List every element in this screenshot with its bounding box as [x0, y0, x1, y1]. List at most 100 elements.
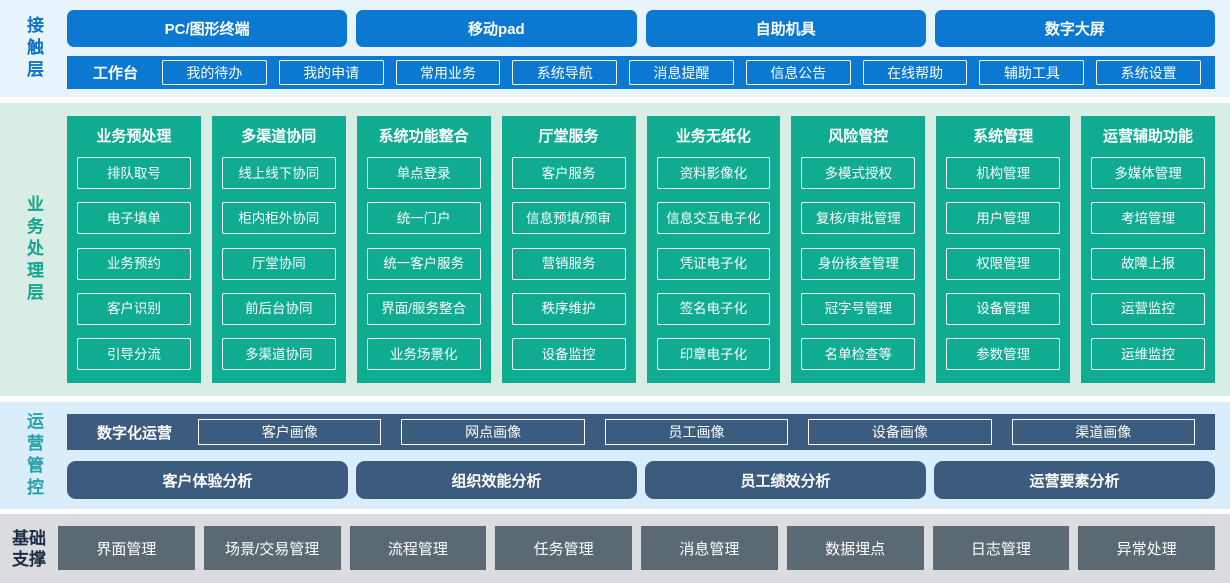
- workbench-item[interactable]: 在线帮助: [862, 60, 968, 85]
- channel-button[interactable]: 自助机具: [645, 10, 926, 47]
- column-items: 机构管理用户管理权限管理设备管理参数管理: [946, 157, 1061, 370]
- foundation-item[interactable]: 流程管理: [349, 526, 487, 570]
- layer-label-foundation: 基础支撑: [12, 528, 46, 569]
- function-item[interactable]: 电子填单: [77, 202, 191, 235]
- function-item[interactable]: 信息预填/预审: [511, 202, 626, 235]
- business-columns: 业务预处理 排队取号电子填单业务预约客户识别引导分流 多渠道协同 线上线下协同柜…: [67, 116, 1215, 383]
- foundation-layer-section: 基础支撑 界面管理场景/交易管理流程管理任务管理消息管理数据埋点日志管理异常处理: [0, 514, 1230, 583]
- business-column-preprocess: 业务预处理 排队取号电子填单业务预约客户识别引导分流: [67, 116, 201, 383]
- function-item[interactable]: 用户管理: [946, 202, 1061, 235]
- function-item[interactable]: 机构管理: [946, 157, 1061, 189]
- function-item[interactable]: 设备监控: [511, 338, 626, 370]
- function-item[interactable]: 营销服务: [511, 247, 626, 280]
- function-item[interactable]: 信息交互电子化: [656, 202, 771, 235]
- function-item[interactable]: 前后台协同: [221, 292, 336, 325]
- layer-label-business: 业务处理层: [24, 194, 43, 305]
- function-item[interactable]: 客户识别: [77, 292, 191, 325]
- column-items: 排队取号电子填单业务预约客户识别引导分流: [77, 157, 191, 370]
- foundation-item[interactable]: 日志管理: [932, 526, 1070, 570]
- function-item[interactable]: 参数管理: [946, 338, 1061, 370]
- function-item[interactable]: 柜内柜外协同: [221, 202, 336, 235]
- function-item[interactable]: 印章电子化: [656, 338, 771, 370]
- workbench-item[interactable]: 系统设置: [1096, 60, 1202, 85]
- workbench-item[interactable]: 辅助工具: [979, 60, 1085, 85]
- function-item[interactable]: 权限管理: [946, 247, 1061, 280]
- function-item[interactable]: 身份核查管理: [801, 247, 916, 280]
- column-title: 厅堂服务: [538, 128, 599, 145]
- foundation-items: 界面管理场景/交易管理流程管理任务管理消息管理数据埋点日志管理异常处理: [58, 526, 1215, 570]
- function-item[interactable]: 线上线下协同: [221, 157, 336, 189]
- workbench-items: 我的待办我的申请常用业务系统导航消息提醒信息公告在线帮助辅助工具系统设置: [162, 60, 1202, 85]
- function-item[interactable]: 资料影像化: [656, 157, 771, 189]
- foundation-item[interactable]: 消息管理: [641, 526, 778, 570]
- function-item[interactable]: 复核/审批管理: [801, 202, 916, 235]
- analysis-button[interactable]: 组织效能分析: [356, 461, 637, 499]
- layer-label-operations: 运营管控: [24, 411, 43, 500]
- profile-item[interactable]: 设备画像: [808, 419, 992, 445]
- column-items: 单点登录统一门户统一客户服务界面/服务整合业务场景化: [366, 157, 481, 370]
- analysis-button[interactable]: 运营要素分析: [934, 461, 1215, 499]
- foundation-item[interactable]: 数据埋点: [786, 526, 924, 570]
- column-items: 线上线下协同柜内柜外协同厅堂协同前后台协同多渠道协同: [221, 157, 336, 370]
- function-item[interactable]: 运营监控: [1091, 292, 1205, 325]
- workbench-item[interactable]: 常用业务: [395, 60, 501, 85]
- workbench-item[interactable]: 系统导航: [512, 60, 618, 85]
- function-item[interactable]: 冠字号管理: [801, 292, 916, 325]
- analysis-button[interactable]: 客户体验分析: [67, 461, 348, 499]
- workbench-item[interactable]: 我的待办: [162, 60, 267, 85]
- function-item[interactable]: 故障上报: [1091, 247, 1205, 280]
- foundation-layer-gutter: 基础支撑: [0, 514, 58, 583]
- foundation-item[interactable]: 界面管理: [58, 526, 195, 570]
- function-item[interactable]: 引导分流: [77, 338, 191, 370]
- digital-operations-bar: 数字化运营 客户画像网点画像员工画像设备画像渠道画像: [67, 414, 1215, 450]
- function-item[interactable]: 业务预约: [77, 247, 191, 280]
- function-item[interactable]: 业务场景化: [366, 338, 481, 370]
- function-item[interactable]: 考培管理: [1091, 202, 1205, 235]
- function-item[interactable]: 多渠道协同: [221, 338, 336, 370]
- foundation-item[interactable]: 任务管理: [495, 526, 632, 570]
- workbench-item[interactable]: 消息提醒: [629, 60, 734, 85]
- profile-item[interactable]: 渠道画像: [1011, 419, 1195, 445]
- function-item[interactable]: 凭证电子化: [656, 247, 771, 280]
- channel-button[interactable]: PC/图形终端: [67, 10, 348, 47]
- function-item[interactable]: 签名电子化: [656, 292, 771, 325]
- profile-item[interactable]: 客户画像: [198, 419, 382, 445]
- function-item[interactable]: 界面/服务整合: [366, 292, 481, 325]
- function-item[interactable]: 运维监控: [1091, 338, 1205, 370]
- column-title: 系统功能整合: [378, 128, 469, 145]
- column-items: 客户服务信息预填/预审营销服务秩序维护设备监控: [511, 157, 626, 370]
- function-item[interactable]: 设备管理: [946, 292, 1061, 325]
- function-item[interactable]: 秩序维护: [511, 292, 626, 325]
- foundation-item[interactable]: 异常处理: [1078, 526, 1215, 570]
- business-column-system-mgmt: 系统管理 机构管理用户管理权限管理设备管理参数管理: [936, 116, 1071, 383]
- function-item[interactable]: 多模式授权: [801, 157, 916, 189]
- analysis-button[interactable]: 员工绩效分析: [645, 461, 926, 499]
- workbench-item[interactable]: 信息公告: [745, 60, 851, 85]
- function-item[interactable]: 排队取号: [77, 157, 191, 189]
- function-item[interactable]: 单点登录: [366, 157, 481, 189]
- business-column-hall-service: 厅堂服务 客户服务信息预填/预审营销服务秩序维护设备监控: [501, 116, 636, 383]
- workbench-item[interactable]: 我的申请: [278, 60, 384, 85]
- operations-layer-content: 数字化运营 客户画像网点画像员工画像设备画像渠道画像 客户体验分析组织效能分析员…: [67, 402, 1230, 509]
- function-item[interactable]: 厅堂协同: [221, 247, 336, 280]
- function-item[interactable]: 统一门户: [366, 202, 481, 235]
- profile-item[interactable]: 网点画像: [401, 419, 585, 445]
- operations-layer-section: 运营管控 数字化运营 客户画像网点画像员工画像设备画像渠道画像 客户体验分析组织…: [0, 402, 1230, 509]
- function-item[interactable]: 名单检查等: [801, 338, 916, 370]
- function-item[interactable]: 客户服务: [511, 157, 626, 189]
- channel-button[interactable]: 数字大屏: [934, 10, 1215, 47]
- profile-item[interactable]: 员工画像: [604, 419, 789, 445]
- function-item[interactable]: 统一客户服务: [366, 247, 481, 280]
- workbench-label: 工作台: [93, 65, 139, 82]
- function-item[interactable]: 多媒体管理: [1091, 157, 1205, 189]
- column-items: 资料影像化信息交互电子化凭证电子化签名电子化印章电子化: [656, 157, 771, 370]
- column-items: 多模式授权复核/审批管理身份核查管理冠字号管理名单检查等: [801, 157, 916, 370]
- business-layer-content: 业务预处理 排队取号电子填单业务预约客户识别引导分流 多渠道协同 线上线下协同柜…: [67, 103, 1230, 396]
- workbench-bar: 工作台 我的待办我的申请常用业务系统导航消息提醒信息公告在线帮助辅助工具系统设置: [67, 56, 1215, 89]
- foundation-item[interactable]: 场景/交易管理: [203, 526, 341, 570]
- profile-items: 客户画像网点画像员工画像设备画像渠道画像: [198, 419, 1195, 445]
- channel-button[interactable]: 移动pad: [356, 10, 637, 47]
